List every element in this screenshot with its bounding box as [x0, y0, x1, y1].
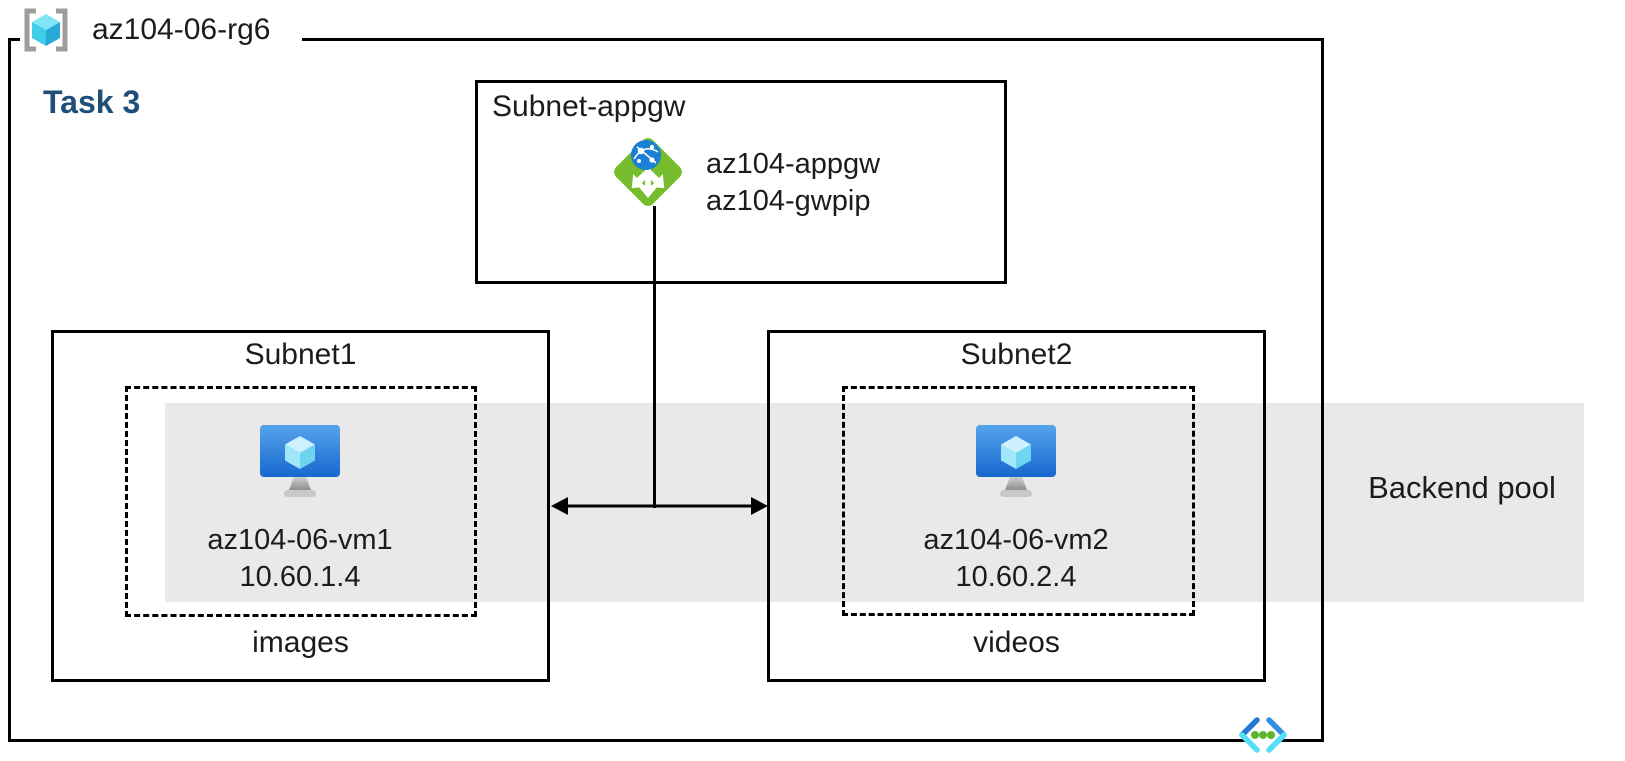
subnet1-vm-dashed-boundary [125, 386, 477, 617]
appgw-pip-label: az104-gwpip [706, 185, 871, 217]
vm1-name-label: az104-06-vm1 [207, 524, 393, 556]
virtual-machine-icon [258, 423, 342, 508]
resource-group-icon [20, 6, 72, 59]
resource-group-border-gap [20, 36, 302, 44]
gateway-connector-line [653, 206, 656, 508]
appgw-name-block: az104-appgw az104-gwpip [706, 146, 880, 220]
vm2-name-label: az104-06-vm2 [923, 524, 1109, 556]
subnet2-label: Subnet2 [960, 338, 1073, 371]
subnet2-box [767, 330, 1266, 682]
vm2-text-block: az104-06-vm2 10.60.2.4 [866, 522, 1166, 596]
double-arrow-connector [551, 493, 768, 524]
task-heading: Task 3 [43, 84, 141, 120]
subnet2-vm-dashed-boundary [842, 386, 1195, 616]
virtual-machine-icon [974, 423, 1058, 508]
virtual-network-icon [1236, 714, 1290, 761]
backend-pool-band [165, 403, 1584, 602]
appgw-name-label: az104-appgw [706, 148, 881, 180]
subnet1-label: Subnet1 [244, 338, 357, 371]
subnet1-app-label: images [252, 626, 349, 659]
vm1-ip-label: 10.60.1.4 [239, 561, 361, 593]
vm1-text-block: az104-06-vm1 10.60.1.4 [150, 522, 450, 596]
appgw-subnet-label: Subnet-appgw [492, 90, 686, 123]
backend-pool-label: Backend pool [1368, 470, 1556, 505]
resource-group-box [8, 38, 1324, 742]
appgw-subnet-box [475, 80, 1007, 284]
subnet2-app-label: videos [973, 626, 1060, 659]
resource-group-label: az104-06-rg6 [92, 13, 271, 46]
vm2-ip-label: 10.60.2.4 [955, 561, 1077, 593]
application-gateway-icon [606, 130, 690, 219]
subnet1-box [51, 330, 550, 682]
